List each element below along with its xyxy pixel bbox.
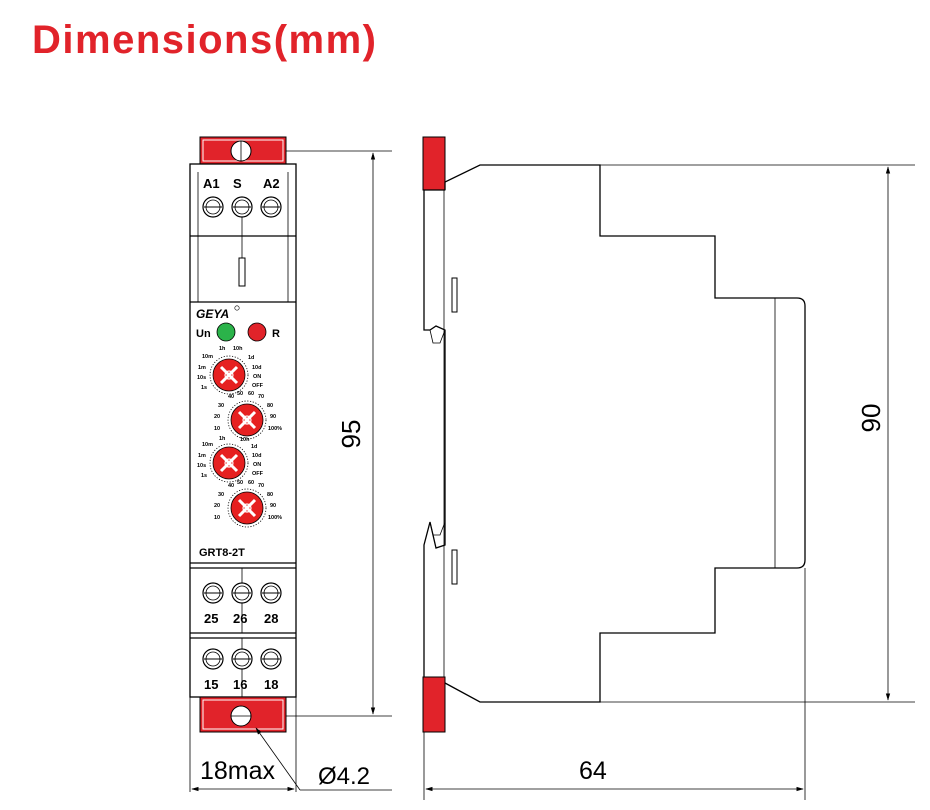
terminal-label-18: 18 <box>264 677 278 692</box>
side-dimension-lines <box>423 164 915 800</box>
svg-text:70: 70 <box>258 483 264 489</box>
marker-tab <box>238 257 246 287</box>
svg-text:ON: ON <box>253 462 261 468</box>
svg-text:10d: 10d <box>252 453 261 459</box>
front-view: A1 S A2 GEYA Un R 1h <box>189 136 297 733</box>
depth-64-label: 64 <box>579 757 607 785</box>
led-label-r: R <box>272 328 280 340</box>
svg-text:1h: 1h <box>219 346 226 352</box>
svg-text:10s: 10s <box>197 375 206 381</box>
svg-text:10s: 10s <box>197 463 206 469</box>
brand-logo: GEYA <box>196 307 229 321</box>
relay-led <box>247 322 267 342</box>
svg-text:20: 20 <box>214 414 220 420</box>
svg-text:30: 30 <box>218 492 224 498</box>
side-bottom-clip <box>422 676 446 733</box>
terminal-label-26: 26 <box>233 611 247 626</box>
model-label: GRT8-2T <box>199 547 245 559</box>
front-dimension-lines <box>189 150 392 792</box>
svg-text:ON: ON <box>253 374 261 380</box>
terminal-label-25: 25 <box>204 611 218 626</box>
height-95-label: 95 <box>336 420 366 449</box>
side-top-clip <box>422 136 446 191</box>
percent-dial-1: 40 50 60 70 30 20 10 80 90 100% <box>214 391 282 440</box>
svg-text:10: 10 <box>214 426 220 432</box>
side-slot-top <box>451 277 458 313</box>
svg-text:70: 70 <box>258 394 264 400</box>
terminal-label-a1: A1 <box>203 176 220 191</box>
time-range-dial-2: 1h 10h 10m 1m 10s 1s 1d 10d ON OFF <box>197 436 264 483</box>
svg-text:40: 40 <box>228 394 234 400</box>
svg-text:1s: 1s <box>201 473 207 479</box>
svg-text:40: 40 <box>228 483 234 489</box>
svg-text:80: 80 <box>267 403 273 409</box>
svg-text:60: 60 <box>248 391 254 397</box>
svg-text:10m: 10m <box>202 442 213 448</box>
terminal-label-28: 28 <box>264 611 278 626</box>
top-terminal-screws <box>202 196 282 218</box>
svg-text:90: 90 <box>270 503 276 509</box>
svg-text:30: 30 <box>218 403 224 409</box>
svg-text:1m: 1m <box>198 453 206 459</box>
bottom-terminal-screws <box>202 648 282 670</box>
svg-text:10m: 10m <box>202 354 213 360</box>
percent-dial-2: 40 50 60 70 30 20 10 80 90 100% <box>214 480 282 528</box>
svg-text:50: 50 <box>237 391 243 397</box>
width-18max-label: 18max <box>200 757 276 785</box>
svg-text:100%: 100% <box>268 426 282 432</box>
terminal-label-a2: A2 <box>263 176 280 191</box>
svg-text:1d: 1d <box>251 444 257 450</box>
svg-text:OFF: OFF <box>252 383 264 389</box>
terminal-label-s: S <box>233 176 242 191</box>
led-label-un: Un <box>196 328 211 340</box>
middle-terminal-screws <box>202 582 282 604</box>
time-range-dial-1: 1h 10h 10m 1m 10s 1s 1d 10d ON OFF <box>197 346 264 395</box>
page-title: Dimensions(mm) <box>32 18 378 62</box>
svg-text:1d: 1d <box>248 355 254 361</box>
svg-text:60: 60 <box>248 480 254 486</box>
svg-text:1m: 1m <box>198 365 206 371</box>
svg-text:50: 50 <box>237 480 243 486</box>
side-slot-bottom <box>451 549 458 585</box>
svg-text:10d: 10d <box>252 365 261 371</box>
terminal-label-15: 15 <box>204 677 218 692</box>
svg-text:OFF: OFF <box>252 471 264 477</box>
hole-diameter-label: Ø4.2 <box>318 763 370 790</box>
svg-text:10h: 10h <box>233 346 243 352</box>
svg-text:100%: 100% <box>268 515 282 521</box>
height-90-label: 90 <box>856 404 886 433</box>
side-view <box>422 136 806 733</box>
svg-text:20: 20 <box>214 503 220 509</box>
svg-text:10h: 10h <box>240 437 250 443</box>
svg-text:1s: 1s <box>201 385 207 391</box>
svg-text:1h: 1h <box>219 436 226 442</box>
svg-text:10: 10 <box>214 515 220 521</box>
svg-text:90: 90 <box>270 414 276 420</box>
svg-text:80: 80 <box>267 492 273 498</box>
terminal-label-16: 16 <box>233 677 247 692</box>
power-led <box>216 322 236 342</box>
